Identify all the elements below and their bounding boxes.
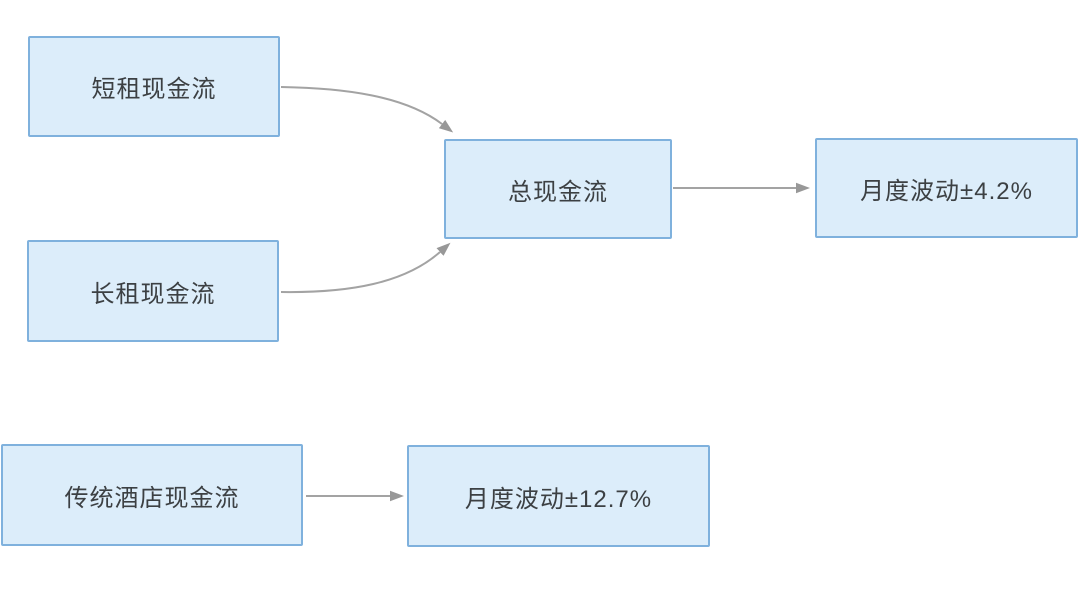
node-label: 总现金流 <box>508 178 608 206</box>
node-total-cashflow[interactable]: 总现金流 <box>444 139 672 239</box>
edge-short-to-total <box>280 86 454 133</box>
node-long-term-rental-cashflow[interactable]: 长租现金流 <box>27 240 279 342</box>
node-monthly-volatility-total[interactable]: 月度波动±4.2% <box>815 138 1078 238</box>
node-label: 长租现金流 <box>90 280 216 308</box>
node-traditional-hotel-cashflow[interactable]: 传统酒店现金流 <box>1 444 303 546</box>
node-label: 月度波动±4.2% <box>860 177 1033 205</box>
node-label: 短租现金流 <box>91 76 217 103</box>
node-monthly-volatility-hotel[interactable]: 月度波动±12.7% <box>407 445 710 547</box>
node-label: 月度波动±12.7% <box>464 485 653 513</box>
node-short-term-rental-cashflow[interactable]: 短租现金流 <box>28 36 280 137</box>
edge-long-to-total <box>280 242 451 294</box>
node-label: 传统酒店现金流 <box>64 484 240 512</box>
